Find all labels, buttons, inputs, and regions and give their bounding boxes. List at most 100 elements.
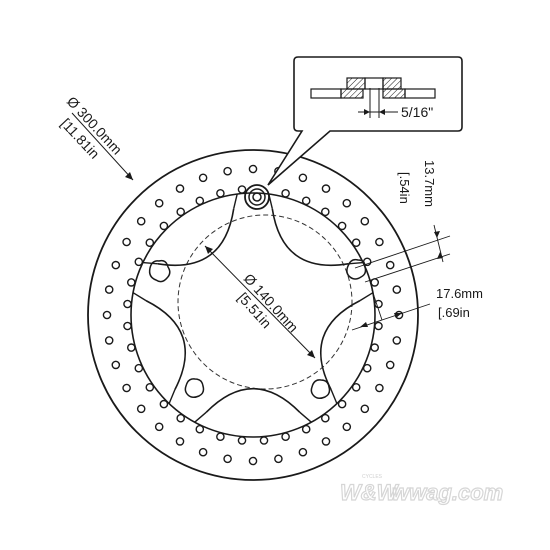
cooling-hole-0-29 [298, 173, 308, 183]
watermark-site: wwag.com [392, 480, 503, 505]
center-bore-circle [177, 214, 353, 390]
carrier-arms [130, 192, 376, 438]
cooling-hole-0-26 [223, 166, 232, 176]
cooling-hole-1-21 [145, 238, 155, 247]
cooling-hole-1-0 [374, 321, 383, 331]
detail-hole-size: 5/16" [401, 104, 433, 120]
cooling-hole-0-2 [385, 360, 395, 370]
cooling-hole-1-22 [159, 221, 169, 231]
cooling-hole-0-14 [136, 404, 146, 414]
cooling-hole-0-21 [122, 237, 131, 247]
watermark-tagline: CYCLES [362, 474, 383, 480]
cooling-hole-1-5 [320, 413, 330, 423]
cooling-hole-0-3 [375, 383, 384, 393]
bolt-slot-right [346, 258, 367, 280]
cooling-hole-0-9 [248, 456, 258, 466]
bore-arrow-end [307, 350, 315, 358]
spacing-dim-in: [.69in [438, 305, 470, 320]
cooling-hole-0-4 [360, 404, 370, 414]
cooling-hole-1-28 [281, 188, 290, 198]
slot-dim-ext-2 [364, 253, 451, 283]
outer-diameter-leader [71, 112, 134, 181]
cooling-hole-0-34 [385, 260, 395, 270]
carrier-window-0 [271, 208, 349, 266]
carrier-arm-edge-b-4 [142, 261, 158, 265]
slot-dim-in: [.54in [397, 172, 412, 204]
cooling-hole-1-31 [337, 221, 347, 231]
spacing-dim-mm: 17.6mm [436, 286, 483, 301]
bolt-slot-bottom-left [184, 378, 205, 399]
cooling-hole-1-23 [176, 207, 185, 217]
cooling-hole-0-20 [111, 260, 121, 270]
cooling-hole-1-32 [351, 238, 361, 247]
spacing-dim-arrowhead-1 [360, 322, 368, 327]
cooling-hole-0-23 [154, 198, 164, 208]
cooling-hole-1-8 [259, 436, 269, 445]
cooling-hole-0-19 [104, 285, 114, 294]
cooling-hole-1-1 [370, 343, 380, 352]
cooling-hole-0-12 [175, 437, 185, 446]
cooling-hole-0-31 [342, 198, 352, 208]
cooling-hole-0-24 [175, 184, 185, 193]
cooling-hole-1-13 [159, 399, 169, 409]
watermark-brand: W&W [340, 480, 400, 505]
cooling-hole-0-8 [274, 454, 283, 464]
carrier-arm-edge-b-1 [359, 292, 374, 302]
spacing-dim-arrowhead-2 [394, 313, 402, 318]
floating-button-top [244, 184, 270, 210]
cooling-hole-0-6 [321, 437, 331, 446]
carrier-arm-edge-b-3 [168, 389, 176, 404]
cooling-hole-0-17 [104, 336, 114, 345]
cooling-hole-1-16 [127, 343, 136, 352]
cooling-hole-0-7 [298, 447, 308, 457]
cooling-hole-1-10 [216, 432, 225, 442]
cooling-hole-0-22 [136, 216, 146, 226]
cooling-hole-1-4 [337, 399, 347, 409]
cooling-hole-0-13 [154, 422, 164, 432]
watermark: CYCLES W&W wwag.com [339, 474, 503, 506]
cooling-hole-1-30 [320, 207, 330, 217]
cooling-hole-1-9 [237, 436, 247, 445]
carrier-window-4 [157, 208, 235, 266]
slot-dim-mm: 13.7mm [422, 160, 437, 207]
detail-section-view [310, 77, 436, 118]
cooling-hole-0-27 [248, 164, 258, 174]
carrier-arm-edge-a-3 [132, 292, 147, 302]
cooling-hole-1-25 [216, 188, 225, 198]
cooling-hole-1-12 [176, 413, 185, 423]
outer-diameter-arrow [125, 172, 133, 180]
cooling-hole-0-11 [198, 447, 208, 457]
cooling-hole-0-16 [111, 360, 121, 370]
cooling-hole-0-35 [392, 285, 402, 294]
cooling-hole-0-15 [122, 383, 131, 393]
cooling-hole-0-5 [342, 422, 352, 432]
slot-dim-arrowhead-2 [437, 252, 443, 259]
cooling-hole-1-26 [237, 185, 247, 194]
cooling-hole-1-17 [123, 321, 132, 331]
bore-diameter-line [204, 245, 316, 359]
cooling-hole-0-33 [375, 237, 384, 247]
cooling-hole-0-30 [321, 184, 331, 193]
slot-dim-ext-1 [354, 235, 451, 269]
carrier-arm-edge-a-4 [233, 193, 238, 209]
carrier-arm-edge-a-1 [330, 389, 338, 404]
spacing-dim-ext-1 [371, 289, 383, 321]
carrier-arm-edge-a-0 [348, 261, 364, 265]
bolt-slot-bottom-right [310, 379, 331, 400]
carrier-arm-edge-a-2 [194, 411, 207, 423]
cooling-hole-0-10 [223, 454, 232, 464]
cooling-hole-1-3 [351, 382, 361, 392]
carrier-window-1 [320, 299, 361, 390]
cooling-hole-0-18 [102, 310, 112, 320]
cooling-holes [102, 164, 404, 466]
carrier-window-3 [145, 299, 186, 390]
disc-outer-edge [87, 149, 419, 481]
bore-arrow-start [205, 246, 213, 254]
cooling-hole-1-14 [145, 382, 155, 392]
cooling-hole-0-32 [360, 216, 370, 226]
slot-dim-arrowhead-1 [434, 231, 440, 238]
cooling-hole-1-19 [127, 278, 136, 287]
carrier-arm-edge-b-2 [299, 411, 312, 423]
